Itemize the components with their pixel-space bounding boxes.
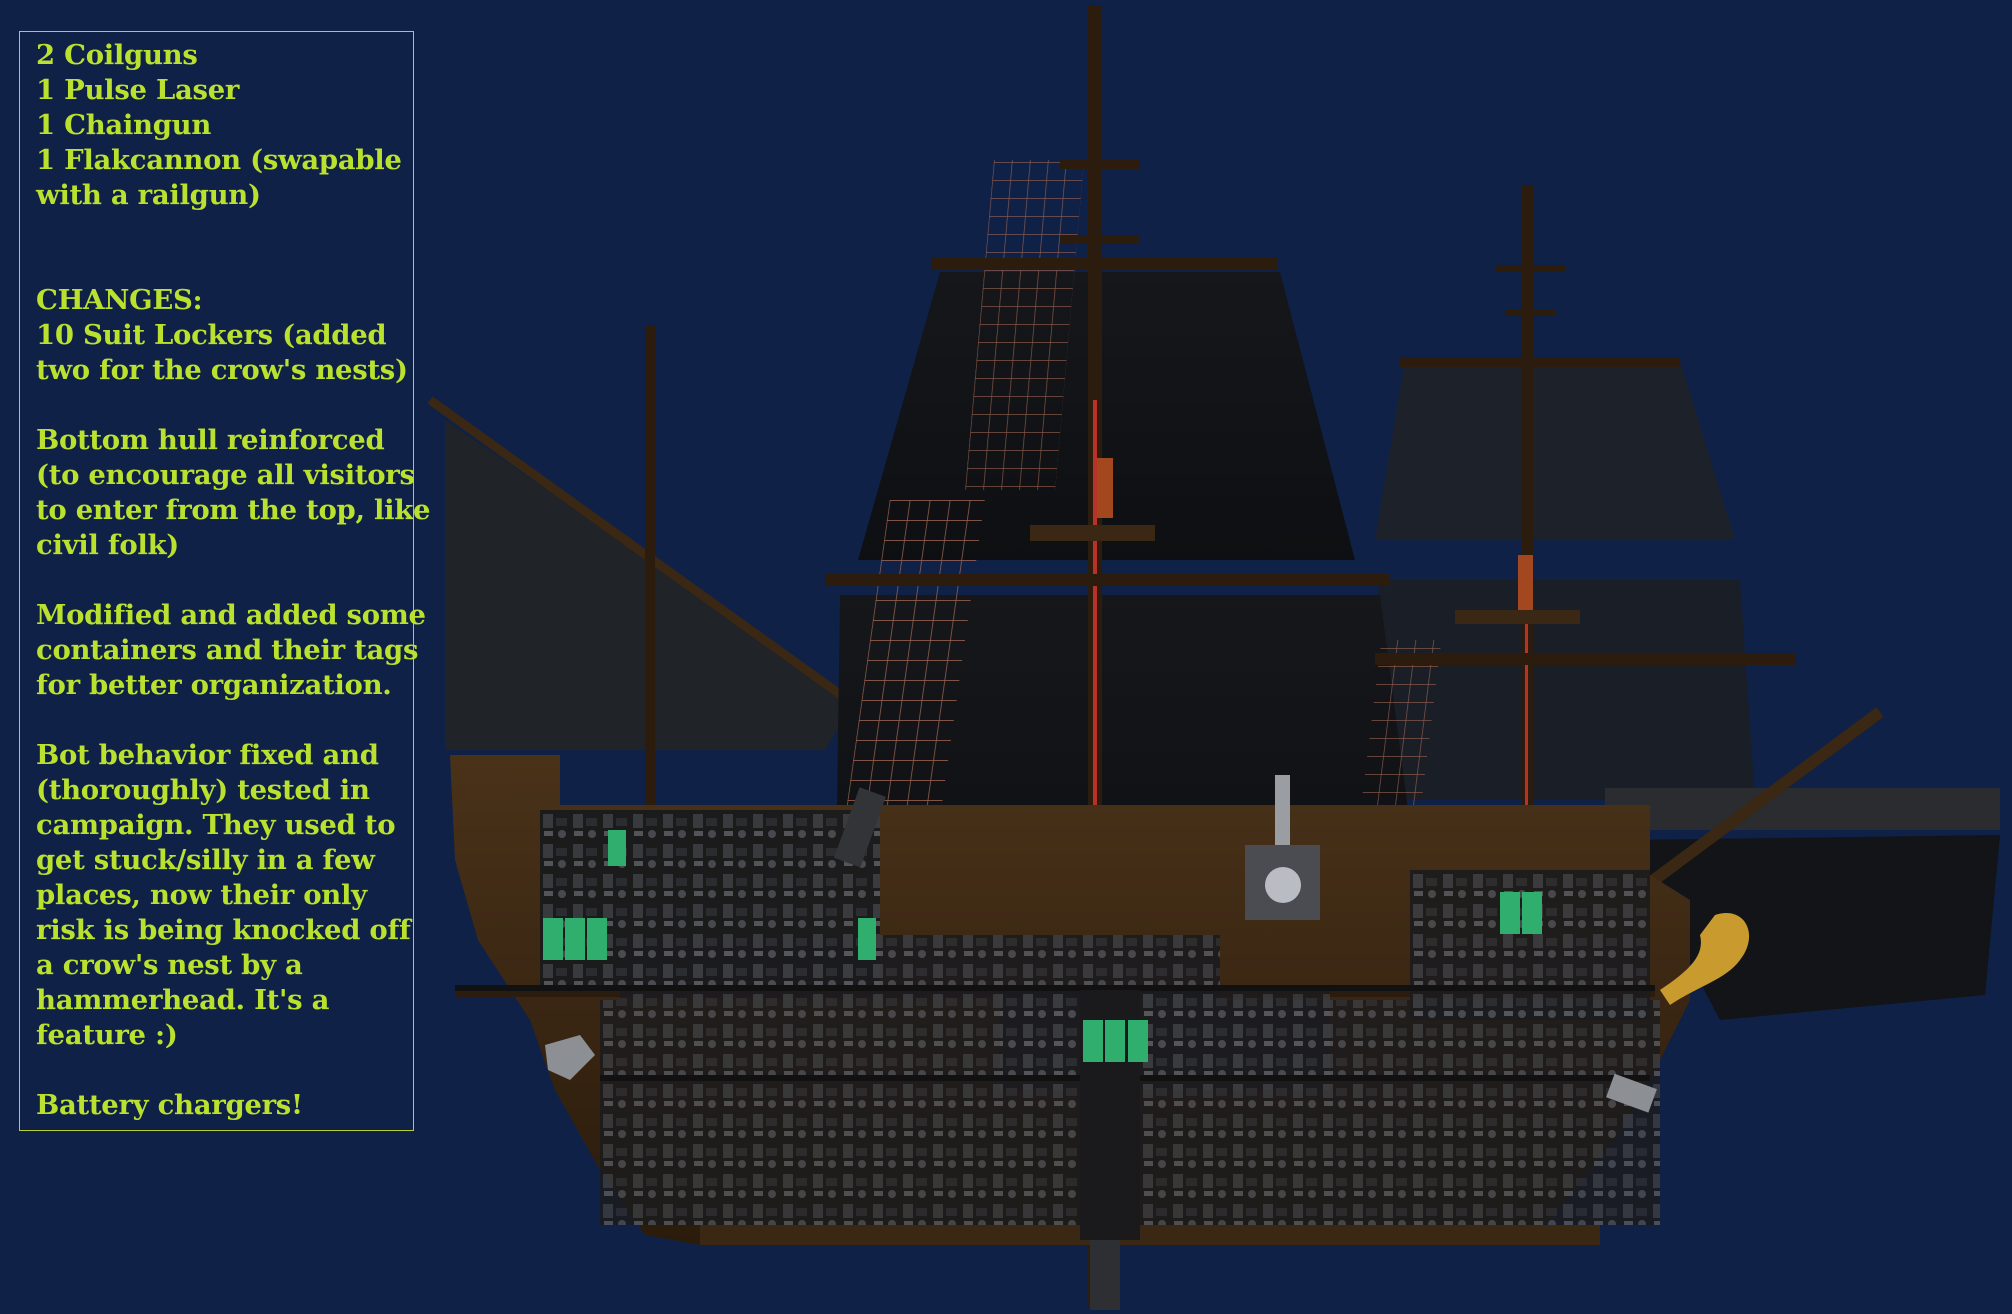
ship-hull bbox=[450, 755, 1690, 1310]
change-line: Modified and added some bbox=[36, 599, 426, 631]
change-line: civil folk) bbox=[36, 529, 180, 561]
spanker-sail bbox=[427, 396, 858, 750]
change-line: get stuck/silly in a few bbox=[36, 844, 375, 876]
weapon-line: 2 Coilguns bbox=[36, 39, 198, 71]
weapon-line: 1 Flakcannon (swapable bbox=[36, 144, 402, 176]
change-line: Bottom hull reinforced bbox=[36, 424, 385, 456]
change-line: risk is being knocked off bbox=[36, 914, 411, 946]
change-line: 10 Suit Lockers (added bbox=[36, 319, 387, 351]
change-line: places, now their only bbox=[36, 879, 367, 911]
weapon-line: 1 Pulse Laser bbox=[36, 74, 240, 106]
change-line: hammerhead. It's a bbox=[36, 984, 330, 1016]
ship-info-panel: 2 Coilguns 1 Pulse Laser 1 Chaingun 1 Fl… bbox=[19, 31, 431, 1131]
change-line: campaign. They used to bbox=[36, 809, 396, 841]
change-line: Bot behavior fixed and bbox=[36, 739, 379, 771]
change-line: a crow's nest by a bbox=[36, 949, 303, 981]
change-line: two for the crow's nests) bbox=[36, 354, 408, 386]
suit-lockers bbox=[543, 830, 1542, 1062]
change-line: containers and their tags bbox=[36, 634, 419, 666]
change-line: (thoroughly) tested in bbox=[36, 774, 370, 806]
change-line: to enter from the top, like bbox=[36, 494, 431, 526]
coilgun-icon bbox=[545, 1035, 1657, 1113]
change-line: feature :) bbox=[36, 1019, 178, 1051]
changes-heading: CHANGES: bbox=[36, 284, 203, 316]
chaingun-icon bbox=[833, 787, 886, 868]
weapon-line: 1 Chaingun bbox=[36, 109, 212, 141]
change-line: for better organization. bbox=[36, 669, 392, 701]
seahorse-figurehead-icon bbox=[1660, 913, 1750, 1005]
weapon-line: with a railgun) bbox=[36, 179, 261, 211]
change-line: (to encourage all visitors bbox=[36, 459, 415, 491]
flakcannon-icon bbox=[1245, 775, 1320, 920]
change-line: Battery chargers! bbox=[36, 1089, 303, 1121]
